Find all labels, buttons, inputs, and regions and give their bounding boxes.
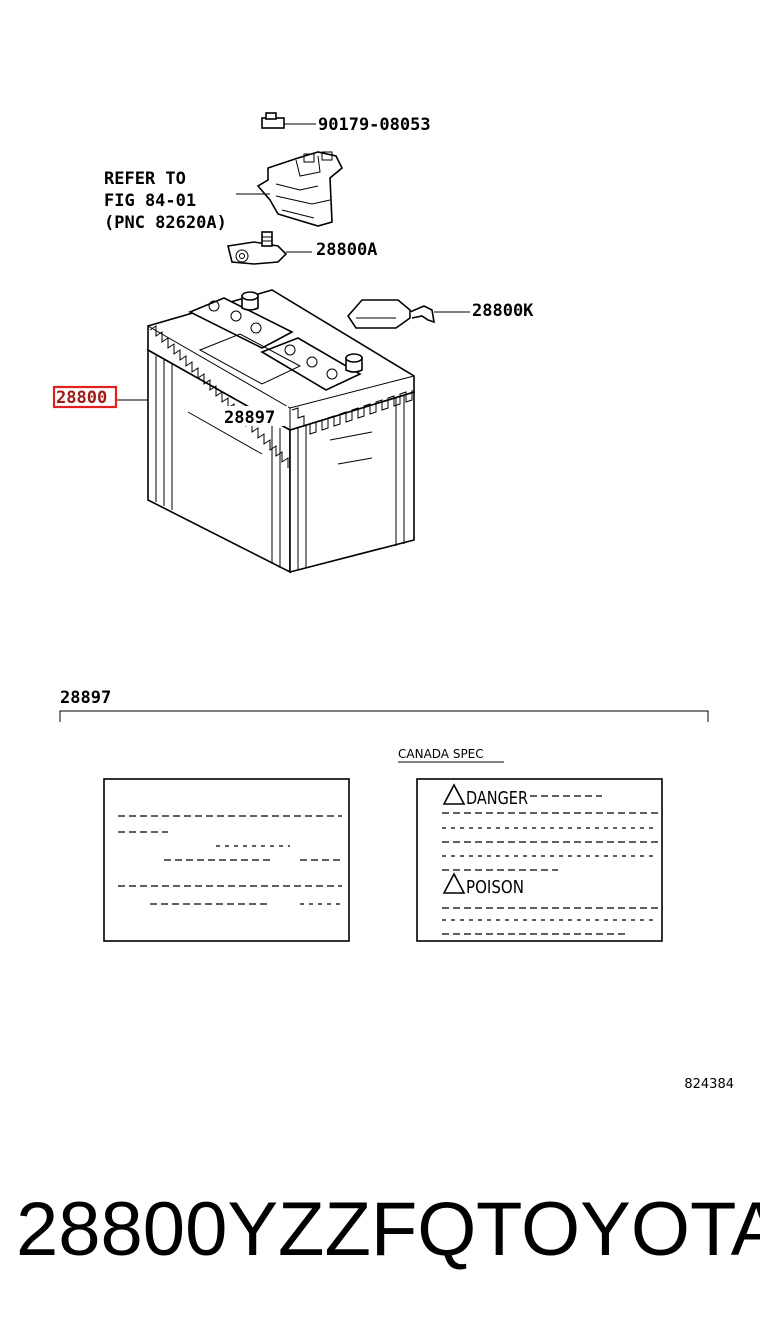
warning-triangle-icon [442, 783, 466, 805]
part-number: 28800YZZFQ [16, 1187, 477, 1272]
label-card-left [103, 778, 350, 942]
callout-cover[interactable]: 28800K [472, 301, 534, 321]
label-section-bracket [59, 710, 709, 722]
label-section-title[interactable]: 28897 [60, 688, 111, 708]
refer-line-2: FIG 84-01 [104, 191, 196, 211]
bracket-drawing [236, 151, 343, 227]
callout-terminal[interactable]: 28800A [316, 240, 377, 260]
danger-label: DANGER [466, 788, 528, 809]
highlight-box [52, 385, 118, 409]
callout-bolt[interactable]: 90179-08053 [318, 115, 431, 135]
refer-line-1: REFER TO [104, 169, 186, 189]
callout-label-ref[interactable]: 28897 [224, 408, 275, 428]
poison-label: POISON [466, 877, 524, 898]
part-caption: 28800YZZFQ TOYOTA [0, 1186, 760, 1296]
terminal-cover-drawing [346, 299, 470, 329]
callout-battery[interactable]: 28800 [56, 388, 107, 408]
label-card-right [416, 778, 663, 942]
battery-drawing [116, 289, 415, 574]
canada-spec-label: CANADA SPEC [398, 747, 484, 761]
terminal-drawing [227, 231, 312, 265]
warning-triangle-icon [442, 872, 466, 894]
figure-number: 824384 [684, 1077, 734, 1092]
brand-name: TOYOTA [476, 1187, 760, 1272]
callout-28897-bg [222, 406, 288, 426]
bolt-drawing [261, 112, 316, 129]
refer-line-3: (PNC 82620A) [104, 213, 227, 233]
